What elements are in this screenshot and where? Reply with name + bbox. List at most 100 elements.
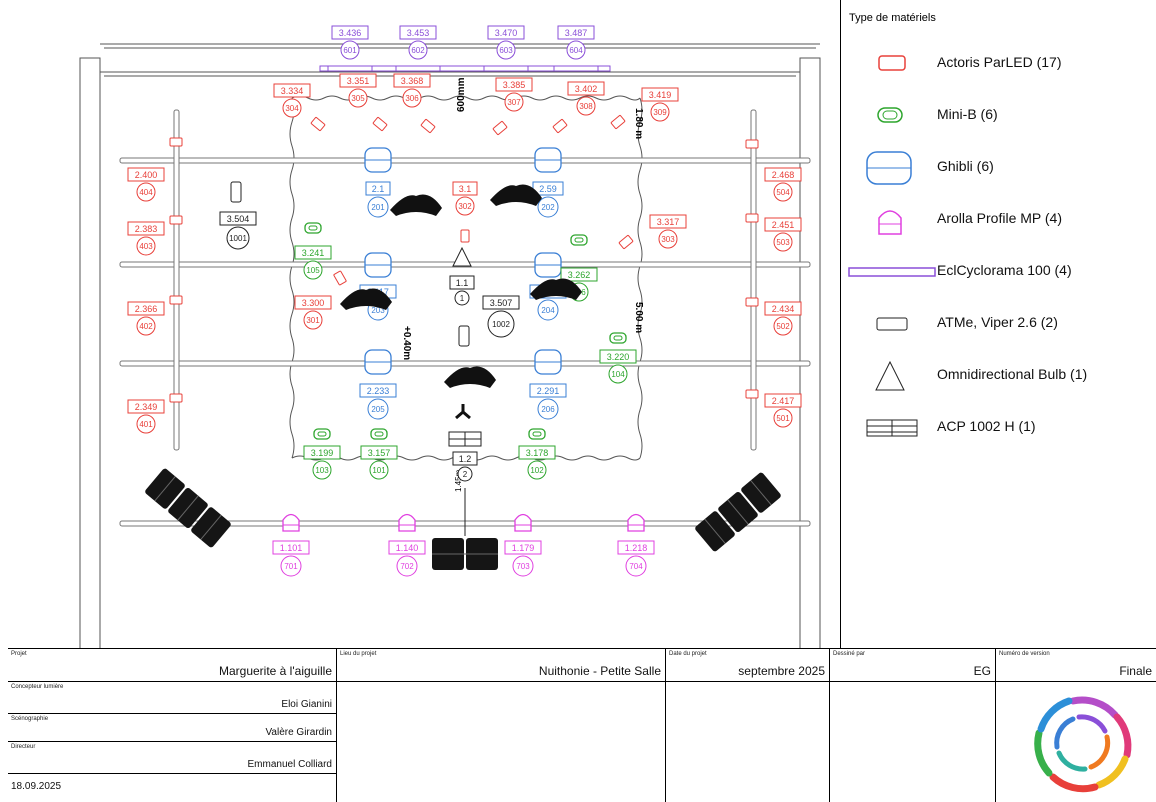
project-name: Marguerite à l'aiguille [218,664,332,678]
unit-number: 701 [284,562,298,571]
cyclorama-body [395,65,441,72]
ghibli-body [534,147,562,173]
parled-fixture: 3.419 309 [641,87,679,122]
minib-icon [877,107,903,123]
print-date: 18.09.2025 [11,781,62,792]
legend-label: Actoris ParLED (17) [937,54,1062,70]
tripod-icon [455,404,471,420]
lighting-plan: 600mm 1.80 m +0.40m 5.00 m 1.45m 3.43660… [79,25,821,648]
ghibli-body [534,252,562,278]
legend-label: ATMe, Viper 2.6 (2) [937,314,1058,330]
bulb-fixture: 1.11 [449,275,475,306]
parled-body [169,295,183,305]
minib-body [370,428,388,440]
acp-fixture: 1.22 [452,451,478,482]
channel-label: 2.417 [772,396,795,406]
parled-fixture: 3.317 303 [649,214,687,249]
unit-number: 103 [315,466,329,475]
unit-number: 503 [776,238,790,247]
unit-number: 403 [139,242,153,251]
parled-body [169,215,183,225]
channel-label: 1.218 [625,543,648,553]
minib-body [304,222,322,234]
legend-panel: Type de matériels Actoris ParLED (17) Mi… [840,0,1156,648]
parled-body [492,120,508,136]
legend-item-minib: Mini-B (6) [841,96,1156,136]
performer-silhouette [490,184,542,206]
parled-body [372,116,388,132]
channel-label: 3.385 [503,80,526,90]
version: Finale [1119,664,1152,678]
unit-number: 202 [541,203,555,212]
atme-body [458,325,470,347]
dim-1-45m: 1.45m [454,469,463,492]
channel-label: 3.419 [649,90,672,100]
legend-item-arolla: Arolla Profile MP (4) [841,200,1156,240]
channel-label: 3.351 [347,76,370,86]
stage-outline [79,43,821,648]
channel-label: 2.291 [537,386,560,396]
set-designer: Valère Girardin [265,727,332,738]
unit-number: 104 [611,370,625,379]
unit-number: 601 [343,46,357,55]
bulb-icon [875,360,905,391]
channel-label: 2.233 [367,386,390,396]
speaker-right [695,472,781,552]
cyclorama-body [483,65,529,72]
dim-1-80m: 1.80 m [633,108,644,139]
cell-empty-2 [666,682,830,802]
unit-number: 501 [776,414,790,423]
channel-label: 3.317 [657,217,680,227]
parled-body [745,213,759,223]
ghibli-body [364,147,392,173]
channel-label: 3.368 [401,76,424,86]
unit-number: 309 [653,108,667,117]
minib-body [313,428,331,440]
minib-body [528,428,546,440]
performer-silhouette [390,194,442,216]
ghibli-body [364,252,392,278]
unit-number: 404 [139,188,153,197]
legend-label: ACP 1002 H (1) [937,418,1036,434]
lighting-designer: Eloi Gianini [281,699,332,710]
cell-empty-3 [830,682,996,802]
parled-body [460,229,470,243]
ghibli-icon [866,151,912,185]
unit-number: 302 [458,202,472,211]
parled-body [169,137,183,147]
legend-item-atme: ATMe, Viper 2.6 (2) [841,304,1156,344]
arolla-body [398,513,416,532]
dim-600mm: 600mm [456,77,467,112]
dim-5-00m: 5.00 m [633,302,644,333]
legend-item-cyclorama: EclCyclorama 100 (4) [841,252,1156,292]
legend-label: Arolla Profile MP (4) [937,210,1063,226]
parled-fixture: 2.417 501 [764,393,802,428]
minib-body [609,332,627,344]
unit-number: 303 [661,235,675,244]
dim-0-40m: +0.40m [401,326,412,360]
bulb-body [452,246,472,267]
unit-number: 305 [351,94,365,103]
